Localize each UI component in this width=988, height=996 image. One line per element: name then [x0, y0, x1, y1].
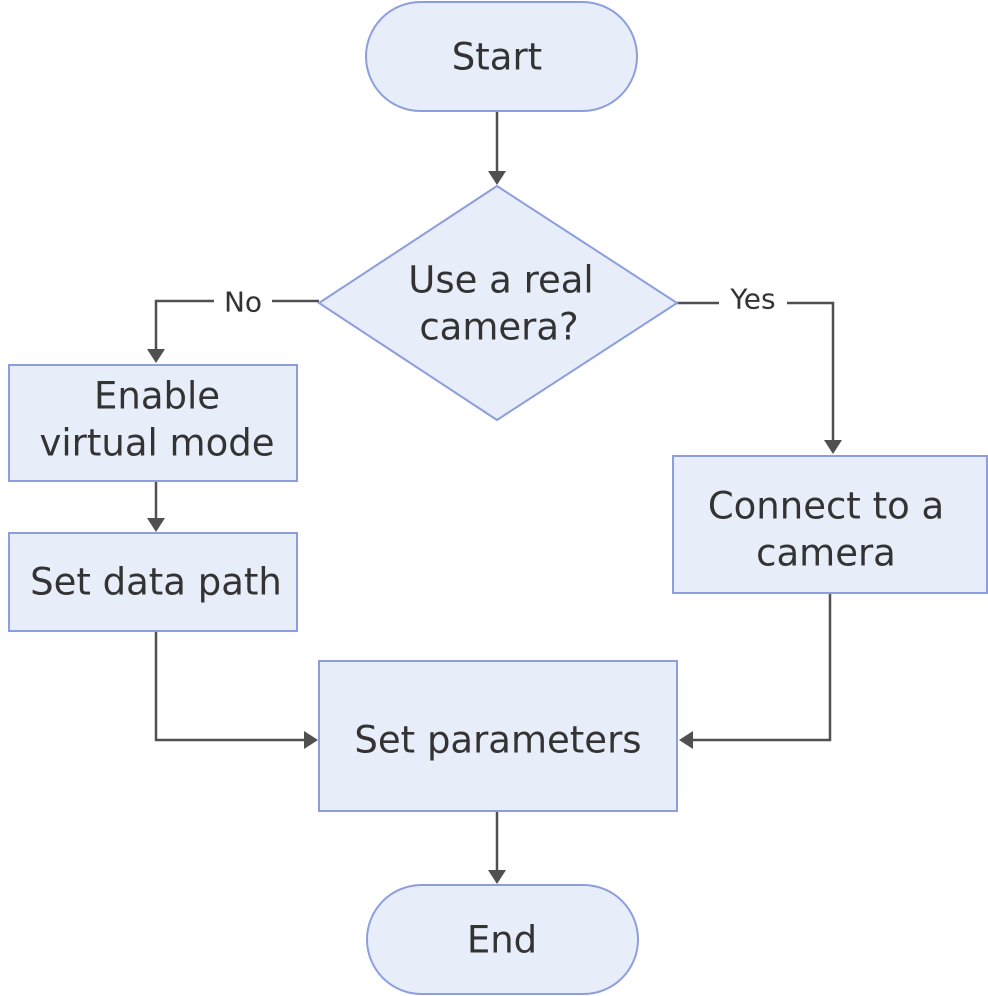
end-node: End: [366, 884, 639, 995]
edge-label-no-text: No: [224, 286, 262, 319]
set-parameters-label: Set parameters: [354, 719, 641, 762]
connect-camera-node: Connect to a camera: [672, 455, 988, 594]
edge-label-no: No: [214, 285, 272, 319]
arrowhead-icon: [824, 440, 842, 454]
arrowhead-icon: [679, 731, 693, 749]
edge-decision-to-connect: [677, 301, 842, 454]
end-label: End: [467, 919, 537, 962]
set-parameters-node: Set parameters: [318, 660, 678, 812]
enable-virtual-mode-node: Enable virtual mode: [8, 364, 298, 482]
enable-virtual-label-line1: Enable: [94, 375, 220, 418]
edge-enable-virtual-to-set-data-path: [147, 481, 165, 532]
arrowhead-icon: [304, 731, 318, 749]
connect-camera-label-line1: Connect to a: [708, 485, 944, 528]
decision-label-line1: Use a real: [408, 259, 593, 302]
start-node: Start: [365, 1, 638, 112]
arrowhead-icon: [488, 171, 506, 185]
edge-set-data-path-to-set-parameters: [154, 631, 318, 749]
edge-label-yes: Yes: [719, 282, 787, 316]
arrowhead-icon: [147, 518, 165, 532]
edge-connect-to-set-parameters: [679, 593, 832, 749]
set-data-path-node: Set data path: [8, 532, 298, 632]
edge-start-to-decision: [488, 111, 506, 185]
arrowhead-icon: [488, 870, 506, 884]
arrowhead-icon: [147, 349, 165, 363]
set-data-path-label: Set data path: [30, 561, 282, 604]
decision-label-line2: camera?: [419, 306, 578, 349]
edges: No Yes: [147, 111, 842, 884]
nodes: Start Use a real camera? Enable virtual …: [8, 1, 988, 995]
enable-virtual-label-line2: virtual mode: [40, 422, 275, 465]
start-label: Start: [452, 36, 542, 79]
edge-label-yes-text: Yes: [729, 283, 775, 316]
edge-set-parameters-to-end: [488, 811, 506, 884]
connect-camera-label-line2: camera: [756, 532, 896, 575]
decision-node: Use a real camera?: [317, 184, 679, 422]
